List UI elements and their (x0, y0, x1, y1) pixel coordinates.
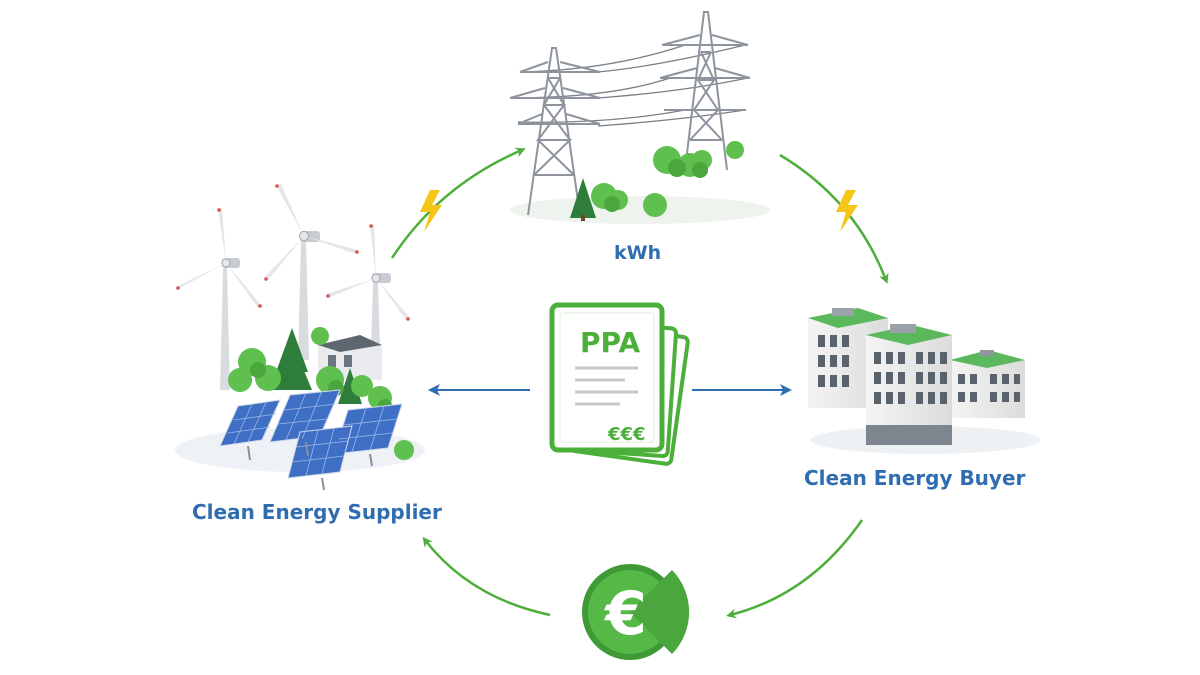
office-building-icon (950, 350, 1025, 418)
power-grid (509, 11, 770, 224)
ppa-amount: €€€ (607, 424, 646, 445)
power-pylon-icon (659, 11, 751, 171)
arrow-buyer-to-payment (726, 519, 864, 619)
arrow-supplier-to-grid (390, 147, 526, 259)
ppa-title: PPA (580, 326, 640, 359)
lightning-bolt-icon (420, 190, 442, 232)
solar-panel-icon (219, 389, 403, 479)
wind-turbine-icon (176, 208, 262, 390)
euro-coin-icon (582, 564, 690, 660)
wind-turbine-icon (264, 184, 359, 360)
power-pylon-icon (509, 47, 601, 216)
clean-energy-supplier-illustration (175, 184, 425, 491)
office-building-icon (866, 324, 952, 445)
supplier-label: Clean Energy Supplier (192, 500, 442, 524)
clean-energy-buyer-illustration (808, 308, 1040, 454)
arrow-payment-to-supplier (422, 536, 551, 617)
contract-document-icon (549, 302, 690, 466)
lightning-bolt-icon (836, 190, 858, 232)
kwh-label: kWh (614, 242, 662, 264)
tree-icon (570, 178, 596, 221)
flow-arrows (390, 147, 889, 619)
buyer-label: Clean Energy Buyer (804, 466, 1026, 490)
arrow-grid-to-buyer (779, 153, 889, 284)
euro-symbol: € (603, 579, 647, 649)
